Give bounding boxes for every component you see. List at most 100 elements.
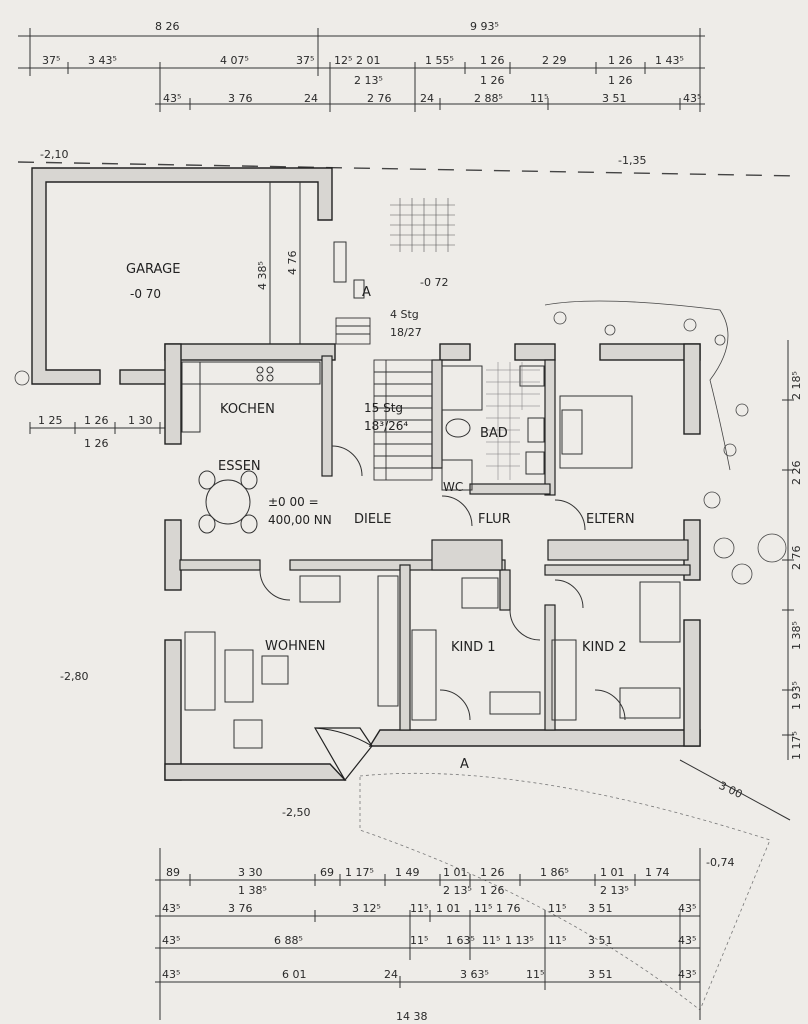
- level-zero: ±0 00 =: [268, 495, 319, 509]
- dim-right-3: 1 38⁵: [790, 621, 803, 650]
- dim-b1b-3: 2 13⁵: [600, 884, 629, 897]
- dim-r3-7: 3 51: [602, 92, 627, 105]
- room-label-garage: GARAGE: [126, 262, 180, 277]
- dim-r2-8: 2 29: [542, 54, 567, 67]
- dim-b4-3: 3 63⁵: [460, 968, 489, 981]
- level-bottom: -2,50: [282, 806, 310, 819]
- garage-door-dims: [29, 422, 165, 434]
- kitchen-counter: [181, 361, 321, 433]
- garage-dim-w0: 1 25: [38, 414, 63, 427]
- dim-b2-4: 1 01: [436, 902, 461, 915]
- garage-dim-w1: 1 26: [84, 414, 109, 427]
- entry-stair-ratio: 18/27: [390, 326, 422, 339]
- dim-b1-8: 1 01: [600, 866, 625, 879]
- dim-b3-6: 11⁵: [548, 934, 566, 947]
- dim-r3-8: 43⁵: [683, 92, 701, 105]
- dim-b3-3: 1 63⁵: [446, 934, 475, 947]
- dim-r3-4: 24: [420, 92, 434, 105]
- living-furniture: [184, 575, 399, 749]
- dim-right-0: 2 18⁵: [790, 371, 803, 400]
- dim-b3-7: 3 51: [588, 934, 613, 947]
- dim-b3-1: 6 88⁵: [274, 934, 303, 947]
- dim-r2-1: 3 43⁵: [88, 54, 117, 67]
- room-label-kind1: KIND 1: [451, 640, 496, 655]
- dim-b2-5: 11⁵: [474, 902, 492, 915]
- dim-b2-1: 3 76: [228, 902, 253, 915]
- dim-r3-2: 24: [304, 92, 318, 105]
- dim-b4-1: 6 01: [282, 968, 307, 981]
- section-mark-bottom: A: [460, 757, 469, 772]
- room-label-wohnen: WOHNEN: [265, 639, 326, 654]
- dim-b2-2: 3 12⁵: [352, 902, 381, 915]
- dim-b1-7: 1 86⁵: [540, 866, 569, 879]
- garden-plants: [14, 300, 787, 585]
- dim-b2-8: 3 51: [588, 902, 613, 915]
- dim-b5-total: 14 38: [396, 1010, 428, 1023]
- dim-r2-0: 37⁵: [42, 54, 60, 67]
- dim-b3-8: 43⁵: [678, 934, 696, 947]
- dim-b4-5: 3 51: [588, 968, 613, 981]
- dim-r2b-2: 1 26: [608, 74, 633, 87]
- dim-b2-0: 43⁵: [162, 902, 180, 915]
- dim-b3-2: 11⁵: [410, 934, 428, 947]
- house-outer-walls: [164, 343, 701, 781]
- dining-table: [198, 470, 258, 534]
- door-swings: [259, 445, 626, 721]
- dim-r2-2: 4 07⁵: [220, 54, 249, 67]
- dim-top-2: 9 93⁵: [470, 20, 499, 33]
- level-top-right: -1,35: [618, 154, 646, 167]
- dim-top-1: 8 26: [155, 20, 180, 33]
- furniture-kind1: [411, 577, 541, 721]
- dim-r2-5: 2 01: [356, 54, 381, 67]
- terrace-dim-line: [679, 759, 791, 821]
- level-entry: -0 72: [420, 276, 448, 289]
- dim-r2-4: 12⁵: [334, 54, 352, 67]
- dim-r2-9: 1 26: [608, 54, 633, 67]
- dim-r3-3: 2 76: [367, 92, 392, 105]
- bathroom-fixtures: [441, 365, 545, 491]
- dim-b4-4: 11⁵: [526, 968, 544, 981]
- dim-b1-0: 89: [166, 866, 180, 879]
- bay-door-swing: [314, 727, 373, 747]
- dim-r3-1: 3 76: [228, 92, 253, 105]
- main-staircase: [335, 317, 433, 481]
- dim-b3-4: 11⁵: [482, 934, 500, 947]
- room-label-eltern: ELTERN: [586, 512, 635, 527]
- room-label-diele: DIELE: [354, 512, 392, 527]
- top-dimension-chains: [18, 28, 705, 112]
- dim-right-4: 1 93⁵: [790, 681, 803, 710]
- dim-b1-6: 1 26: [480, 866, 505, 879]
- garage-dim-w2: 1 30: [128, 414, 153, 427]
- dim-b4-0: 43⁵: [162, 968, 180, 981]
- stair-count: 15 Stg: [364, 401, 403, 415]
- dim-r3-6: 11⁵: [530, 92, 548, 105]
- right-dimension-chain: [782, 340, 794, 760]
- room-label-flur: FLUR: [478, 512, 511, 527]
- level-nn: 400,00 NN: [268, 513, 332, 527]
- bottom-dimension-chains: [155, 848, 701, 1020]
- dim-r2-7: 1 26: [480, 54, 505, 67]
- garage-level: -0 70: [130, 287, 161, 301]
- dim-b1b-0: 1 38⁵: [238, 884, 267, 897]
- dim-b4-2: 24: [384, 968, 398, 981]
- dim-b1-5: 1 01: [443, 866, 468, 879]
- garage-dim-w3: 1 26: [84, 437, 109, 450]
- room-label-kochen: KOCHEN: [220, 402, 275, 417]
- dim-b2-9: 43⁵: [678, 902, 696, 915]
- terrace-tiles: [390, 198, 455, 252]
- level-top-left: -2,10: [40, 148, 68, 161]
- level-left: -2,80: [60, 670, 88, 683]
- dim-right-1: 2 26: [790, 461, 803, 486]
- dim-r2b-0: 2 13⁵: [354, 74, 383, 87]
- room-label-kind2: KIND 2: [582, 640, 627, 655]
- top-dimension-labels: 8 26 9 93⁵ 37⁵ 3 43⁵ 4 07⁵ 37⁵ 12⁵ 2 01 …: [42, 20, 701, 105]
- terrace-curve: [359, 772, 771, 1011]
- stair-ratio: 18³/26⁴: [364, 419, 408, 433]
- entry-stair-count: 4 Stg: [390, 308, 419, 321]
- dim-b1b-2: 1 26: [480, 884, 505, 897]
- dim-r2b-1: 1 26: [480, 74, 505, 87]
- dim-r2-10: 1 43⁵: [655, 54, 684, 67]
- dim-b1-2: 69: [320, 866, 334, 879]
- bottom-dimension-labels: 89 3 30 69 1 17⁵ 1 49 1 01 1 26 1 86⁵ 1 …: [162, 866, 696, 1023]
- dim-b1-3: 1 17⁵: [345, 866, 374, 879]
